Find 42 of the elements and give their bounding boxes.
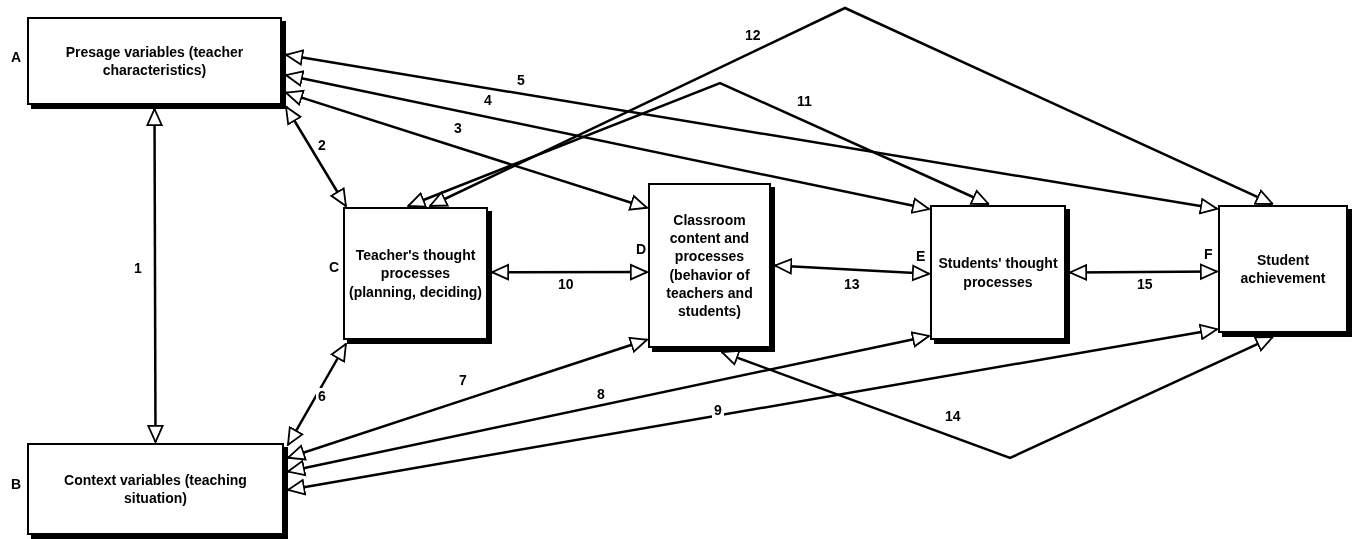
double-arrow xyxy=(285,49,1218,215)
edge-label: 8 xyxy=(595,386,607,402)
edge-label: 13 xyxy=(842,276,862,292)
box-letter: F xyxy=(1204,245,1213,262)
edge-label: 15 xyxy=(1135,276,1155,292)
box-text: Students' thought processes xyxy=(937,254,1059,291)
double-arrow xyxy=(286,343,347,446)
double-arrow xyxy=(491,264,648,281)
edge-label: 14 xyxy=(943,408,963,424)
double-arrow xyxy=(720,335,1274,460)
double-arrow xyxy=(1069,263,1218,281)
edge-label: 1 xyxy=(132,260,144,276)
edge-label: 6 xyxy=(316,388,328,404)
box-text: Teacher's thought processes (planning, deciding) xyxy=(349,246,482,301)
box-letter: A xyxy=(11,48,22,65)
edge-label: 5 xyxy=(515,72,527,88)
double-arrow xyxy=(429,6,1274,208)
double-arrow xyxy=(407,81,990,208)
double-arrow xyxy=(146,108,164,443)
double-arrow xyxy=(287,331,930,477)
double-arrow xyxy=(287,323,1218,496)
edge-label: 4 xyxy=(482,92,494,108)
box-letter: D xyxy=(636,241,647,257)
box-text: Student achievement xyxy=(1239,250,1327,288)
edge-label: 10 xyxy=(556,276,576,292)
box-text: Context variables (teaching situation) xyxy=(63,470,248,508)
double-arrow xyxy=(774,258,930,282)
box-letter: B xyxy=(11,476,22,493)
double-arrow xyxy=(284,105,347,207)
edge-label: 12 xyxy=(743,27,763,43)
double-arrow xyxy=(285,70,930,214)
edge-label: 2 xyxy=(316,137,328,153)
box-text: Classroom content and processes (behavior of teachers and students) xyxy=(665,210,754,321)
edge-label: 11 xyxy=(795,93,814,109)
double-arrow xyxy=(287,337,648,461)
edge-label: 9 xyxy=(712,402,724,418)
box-text: Presage variables (teacher characteristics) xyxy=(64,42,245,80)
edge-label: 3 xyxy=(452,120,464,136)
box-letter: C xyxy=(329,258,340,275)
box-letter: E xyxy=(916,248,926,265)
edge-label: 7 xyxy=(457,372,469,388)
double-arrow xyxy=(285,89,648,211)
